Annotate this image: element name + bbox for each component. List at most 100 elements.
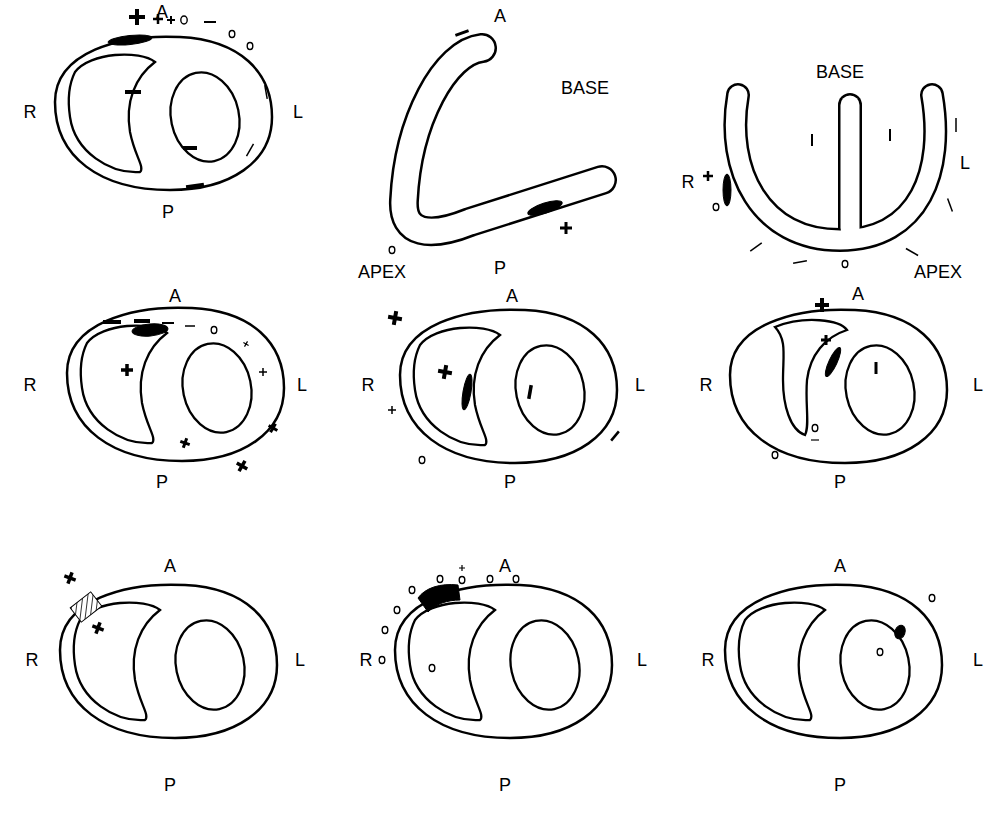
zero-sign bbox=[211, 327, 217, 334]
orientation-label: R bbox=[682, 173, 695, 191]
orientation-label: L bbox=[295, 651, 305, 669]
orientation-label: BASE bbox=[561, 79, 609, 97]
minus-sign bbox=[265, 85, 267, 99]
injury-zone bbox=[893, 624, 907, 641]
plus-sign bbox=[234, 458, 250, 474]
epicardium bbox=[400, 310, 617, 463]
orientation-label: APEX bbox=[914, 263, 962, 281]
epicardium bbox=[725, 585, 942, 738]
plus-sign bbox=[121, 364, 133, 376]
right-ventricle bbox=[409, 603, 495, 721]
wall-outline bbox=[735, 95, 935, 240]
injury-zone bbox=[132, 322, 169, 337]
plus-sign bbox=[815, 298, 829, 312]
right-ventricle bbox=[414, 328, 500, 446]
orientation-label: A bbox=[499, 557, 511, 575]
injury-zone bbox=[823, 346, 844, 378]
zero-sign bbox=[842, 261, 848, 268]
zero-sign bbox=[929, 595, 935, 602]
plus-sign bbox=[387, 310, 403, 326]
orientation-label: A bbox=[852, 285, 864, 303]
epicardium bbox=[395, 585, 612, 738]
wall-outline bbox=[404, 48, 602, 231]
plus-sign bbox=[167, 16, 175, 24]
orientation-label: A bbox=[494, 7, 506, 25]
orientation-label: A bbox=[169, 287, 181, 305]
zero-sign bbox=[487, 576, 493, 583]
zero-sign bbox=[877, 649, 883, 656]
right-ventricle bbox=[74, 603, 160, 721]
zero-sign bbox=[513, 576, 519, 583]
injury-zone bbox=[526, 198, 563, 219]
minus-sign bbox=[611, 431, 619, 440]
plus-sign bbox=[242, 340, 250, 348]
minus-sign bbox=[183, 146, 197, 150]
plus-sign bbox=[266, 421, 280, 435]
right-ventricle bbox=[81, 326, 167, 444]
heart-section bbox=[60, 585, 277, 738]
zero-sign bbox=[419, 457, 425, 464]
epicardium bbox=[730, 310, 947, 463]
injury-zone bbox=[460, 374, 474, 411]
zero-sign bbox=[379, 657, 385, 664]
wall-fill bbox=[841, 105, 860, 228]
orientation-label: R bbox=[24, 103, 37, 121]
heart-section bbox=[725, 585, 942, 738]
plus-sign bbox=[388, 406, 396, 414]
orientation-label: P bbox=[164, 776, 176, 794]
zero-sign bbox=[772, 452, 778, 459]
minus-sign bbox=[162, 322, 174, 324]
orientation-label: L bbox=[293, 103, 303, 121]
left-ventricle bbox=[174, 337, 259, 439]
zero-sign bbox=[459, 577, 465, 584]
orientation-label: R bbox=[362, 376, 375, 394]
orientation-label: R bbox=[26, 651, 39, 669]
orientation-label: P bbox=[162, 203, 174, 221]
injury-zone bbox=[418, 585, 460, 612]
epicardium bbox=[67, 308, 284, 461]
minus-sign bbox=[750, 243, 761, 251]
minus-sign bbox=[811, 134, 813, 146]
right-ventricle bbox=[69, 55, 155, 173]
heart-section bbox=[67, 308, 284, 461]
minus-sign bbox=[889, 129, 891, 141]
plus-sign bbox=[821, 335, 831, 345]
zero-sign bbox=[812, 425, 818, 432]
plus-sign bbox=[179, 437, 192, 450]
minus-sign bbox=[875, 362, 878, 374]
heart-section bbox=[55, 37, 272, 190]
orientation-label: L bbox=[973, 376, 983, 394]
zero-sign bbox=[437, 576, 443, 583]
minus-sign bbox=[529, 385, 531, 399]
wall-fill bbox=[404, 48, 602, 231]
zero-sign bbox=[181, 16, 187, 24]
plus-sign bbox=[437, 364, 453, 380]
heart-section bbox=[395, 585, 612, 738]
orientation-label: P bbox=[156, 473, 168, 491]
injury-zone bbox=[70, 592, 102, 622]
minus-sign bbox=[125, 90, 141, 94]
minus-sign bbox=[811, 439, 819, 440]
orientation-label: L bbox=[297, 376, 307, 394]
orientation-label: P bbox=[834, 473, 846, 491]
right-ventricle bbox=[739, 603, 825, 721]
orientation-label: A bbox=[506, 287, 518, 305]
zero-sign bbox=[394, 607, 400, 614]
orientation-label: P bbox=[494, 259, 506, 277]
minus-sign bbox=[455, 31, 468, 36]
plus-sign bbox=[62, 570, 77, 585]
minus-sign bbox=[247, 144, 254, 156]
minus-sign bbox=[793, 261, 807, 263]
injury-zone bbox=[108, 33, 153, 47]
orientation-label: BASE bbox=[816, 63, 864, 81]
minus-sign bbox=[134, 319, 150, 323]
left-ventricle bbox=[502, 614, 587, 716]
minus-sign bbox=[186, 185, 204, 188]
orientation-label: R bbox=[702, 651, 715, 669]
epicardium bbox=[60, 585, 277, 738]
left-ventricle bbox=[507, 339, 592, 441]
heart-section bbox=[730, 310, 947, 463]
minus-sign bbox=[103, 320, 121, 324]
